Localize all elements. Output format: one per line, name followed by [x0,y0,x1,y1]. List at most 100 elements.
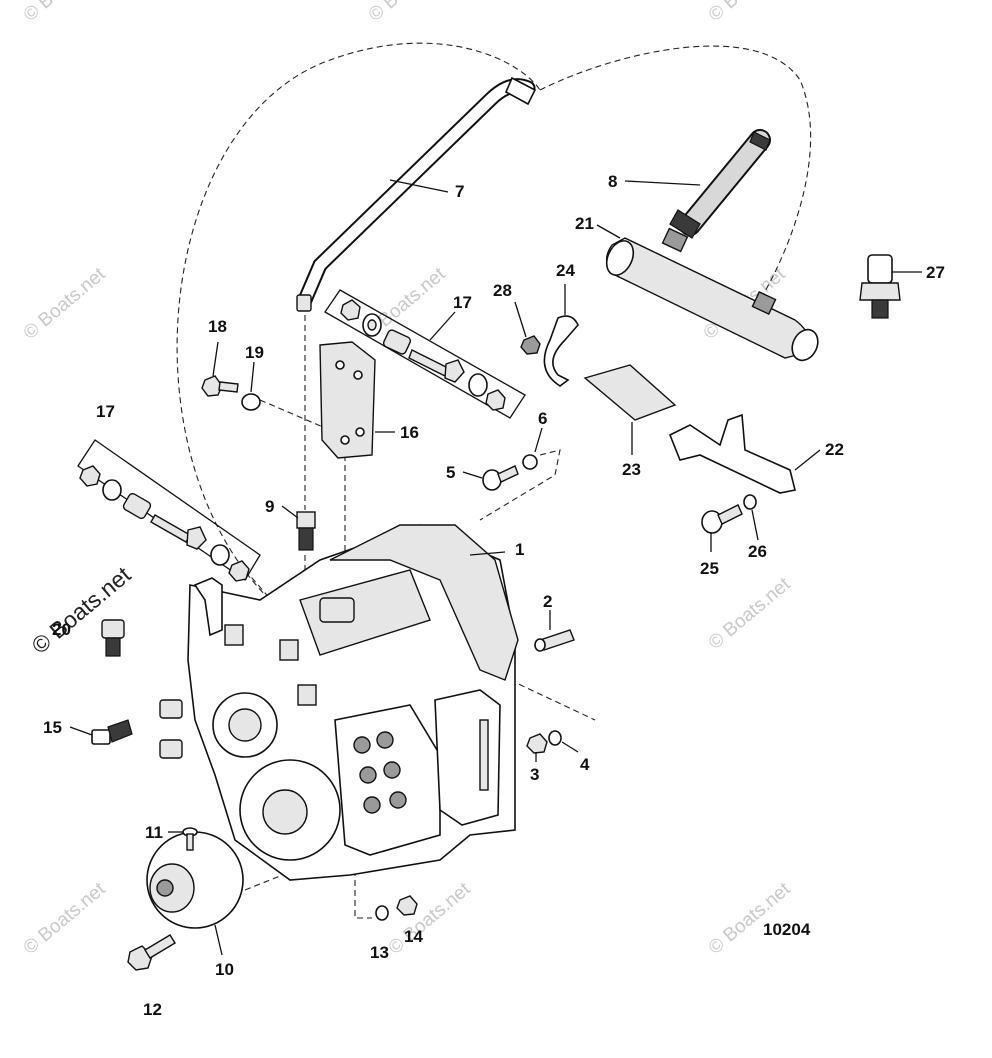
callout-18: 18 [208,317,227,336]
leader [514,301,527,338]
sensor-body [859,282,901,301]
leader [624,180,701,186]
oil-cooler [605,227,819,362]
leader-lines [69,179,922,956]
nut [485,389,506,411]
kit-frame [324,289,526,419]
callout-6: 6 [538,409,547,428]
washer-4 [548,730,562,746]
cooler-tube [669,129,771,239]
port [353,736,371,754]
case-top [299,569,431,656]
callout-1: 1 [515,540,524,559]
watermark: © Boats.net [20,878,110,959]
bolt-25 [701,504,743,534]
leader [250,361,255,393]
callout-24: 24 [556,261,575,280]
callout-23: 23 [622,460,641,479]
leader [429,311,456,341]
spacer [382,329,412,355]
bolt-5 [482,465,519,491]
cooler-body [606,237,811,359]
hose-elbow [504,76,537,106]
callout-11: 11 [145,823,163,842]
stud-end [534,638,546,652]
pressure-sensor [859,254,901,319]
nut [228,560,250,582]
watermark: © Boats.net [365,0,455,26]
bolt-shank [717,504,743,525]
bolt-kit-left [77,439,261,582]
spacer [122,492,152,520]
sender-20 [101,619,125,657]
sensor-head [867,254,893,284]
callout-2: 2 [543,592,552,611]
bolt-12 [127,934,176,971]
callout-17-left: 17 [96,402,115,421]
port [376,731,394,749]
callout-28: 28 [493,281,512,300]
valve-body [334,704,441,856]
top-fitting [279,639,299,661]
washer [210,544,230,566]
callout-22: 22 [825,440,844,459]
tube-fitting [669,209,701,239]
watermark: © Boats.net [20,0,110,26]
callout-7: 7 [455,182,464,201]
screw-shank [186,833,194,851]
callout-16: 16 [400,423,419,442]
leader [596,224,621,239]
bolt-kit-upper [324,289,526,419]
mount-plate [319,341,376,459]
watermark: © Boats.net [20,263,110,344]
leader [389,179,449,193]
stud-2 [534,629,575,652]
output-hub [228,708,262,742]
fitting-9 [296,511,316,551]
tube-body [681,131,769,234]
cooler-end [791,328,819,362]
washer-6 [522,454,538,470]
washer-13 [375,905,389,921]
bolt-shank [150,514,191,543]
adapter-bore [156,879,174,897]
callout-labels: 1 2 3 4 5 6 7 8 9 10 11 12 13 14 15 16 1… [43,172,945,1019]
callout-26: 26 [748,542,767,561]
sender-head [101,619,125,639]
nut-14 [396,895,418,916]
nut [340,299,361,321]
cooler-end [605,240,635,276]
port [389,791,407,809]
port [383,761,401,779]
port [363,796,381,814]
boss [159,699,183,719]
callout-27: 27 [926,263,945,282]
callout-4: 4 [580,755,590,774]
bolt-head [201,375,223,397]
bolt-shank [144,934,176,959]
plate-hole [340,435,350,445]
callout-12: 12 [143,1000,162,1019]
pump-hub [262,789,308,835]
callout-5: 5 [446,463,455,482]
washer-hole [367,319,377,331]
watermark: © Boats.net [385,878,475,959]
sender-body [91,729,111,745]
callout-10: 10 [215,960,234,979]
bolt-shank [497,465,519,483]
port [359,766,377,784]
nut-3 [526,733,548,754]
watermark: © Boats.net [705,573,795,654]
fitting-thread [298,527,314,551]
callout-3: 3 [530,765,539,784]
callout-21: 21 [575,214,594,233]
dashed-line [176,42,541,601]
side-mount [434,689,501,826]
leader [751,509,759,541]
kit-frame [77,439,261,581]
bracket-plate [668,413,796,494]
leader [462,471,483,479]
bolt-head [444,359,465,383]
sender-thread [107,719,133,743]
washer [102,479,122,501]
